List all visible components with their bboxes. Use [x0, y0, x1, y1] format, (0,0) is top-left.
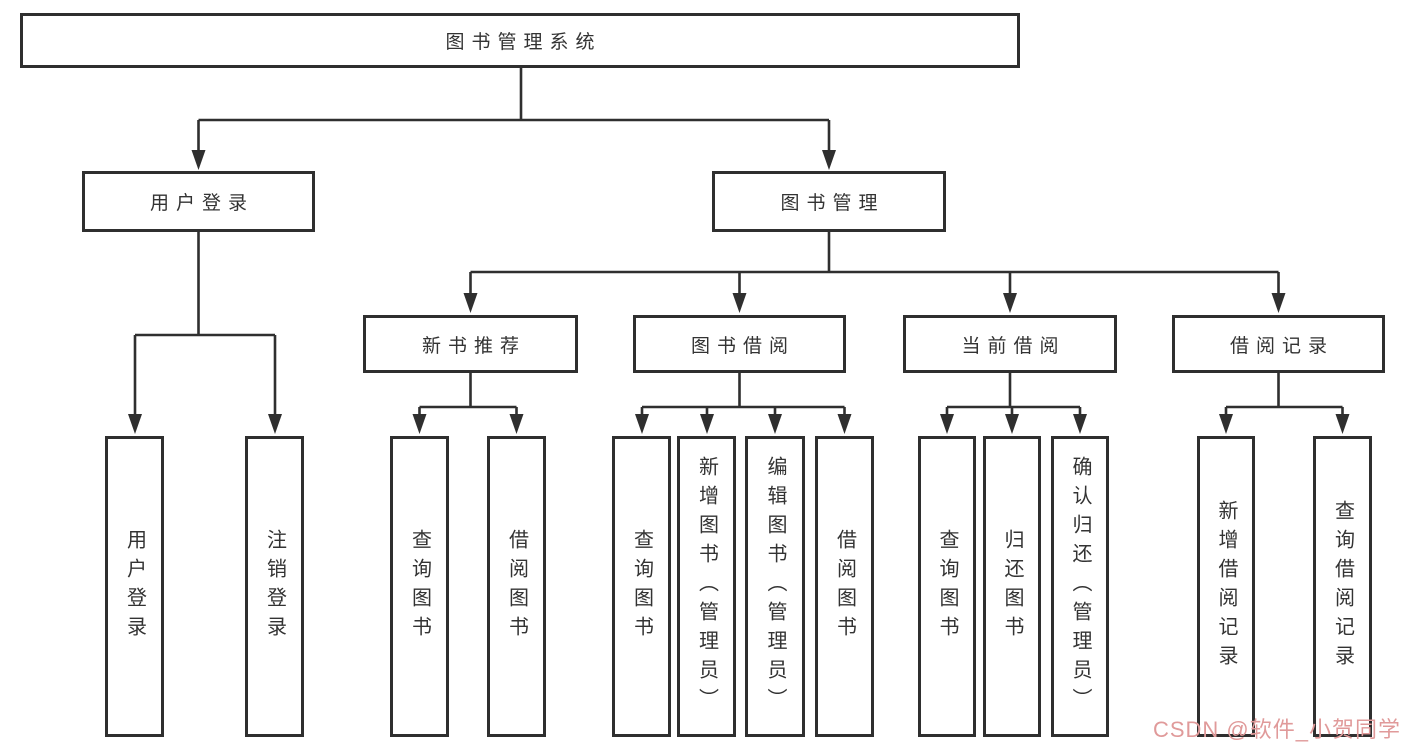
leaf-query-books-current-label: 查询图书 — [936, 528, 958, 645]
node-current-borrowing: 当前借阅 — [903, 315, 1117, 373]
leaf-logout-label: 注销登录 — [263, 528, 286, 645]
leaf-logout: 注销登录 — [245, 436, 304, 737]
node-book-management: 图书管理 — [712, 171, 946, 232]
leaf-borrow-books-recommend-label: 借阅图书 — [505, 528, 528, 645]
leaf-add-books-admin: 新增图书（管理员） — [677, 436, 736, 737]
connector-book-management — [463, 231, 1286, 313]
leaf-query-books-borrow-label: 查询图书 — [630, 528, 653, 645]
leaf-borrow-books-recommend: 借阅图书 — [487, 436, 546, 737]
node-borrowing-records: 借阅记录 — [1172, 315, 1385, 373]
leaf-user-login: 用户登录 — [105, 436, 164, 737]
node-root: 图书管理系统 — [20, 13, 1020, 68]
connector-book-borrowing — [635, 373, 852, 434]
leaf-add-borrow-record-label: 新增借阅记录 — [1215, 499, 1237, 674]
leaf-edit-books-admin: 编辑图书（管理员） — [745, 436, 805, 737]
leaf-add-books-admin-label: 新增图书（管理员） — [695, 456, 718, 717]
leaf-query-books-borrow: 查询图书 — [612, 436, 671, 737]
connector-current-borrowing — [940, 373, 1087, 434]
connector-user-login — [128, 231, 282, 434]
leaf-borrow-books-borrow-label: 借阅图书 — [833, 528, 856, 645]
leaf-query-borrow-record: 查询借阅记录 — [1313, 436, 1372, 737]
connector-new-book-recommend — [412, 373, 524, 434]
node-user-login: 用户登录 — [82, 171, 315, 232]
leaf-user-login-label: 用户登录 — [123, 528, 146, 645]
leaf-edit-books-admin-label: 编辑图书（管理员） — [764, 456, 786, 717]
leaf-confirm-return-admin-label: 确认归还（管理员） — [1069, 456, 1091, 717]
leaf-query-books-recommend-label: 查询图书 — [408, 528, 431, 645]
node-new-book-recommend: 新书推荐 — [363, 315, 578, 373]
node-book-borrowing: 图书借阅 — [633, 315, 846, 373]
leaf-borrow-books-borrow: 借阅图书 — [815, 436, 874, 737]
connector-root — [191, 66, 836, 170]
leaf-return-books: 归还图书 — [983, 436, 1041, 737]
leaf-confirm-return-admin: 确认归还（管理员） — [1051, 436, 1109, 737]
leaf-add-borrow-record: 新增借阅记录 — [1197, 436, 1255, 737]
connector-borrowing-records — [1219, 373, 1350, 434]
leaf-query-books-current: 查询图书 — [918, 436, 976, 737]
leaf-return-books-label: 归还图书 — [1001, 528, 1023, 645]
leaf-query-books-recommend: 查询图书 — [390, 436, 449, 737]
leaf-query-borrow-record-label: 查询借阅记录 — [1331, 499, 1354, 674]
